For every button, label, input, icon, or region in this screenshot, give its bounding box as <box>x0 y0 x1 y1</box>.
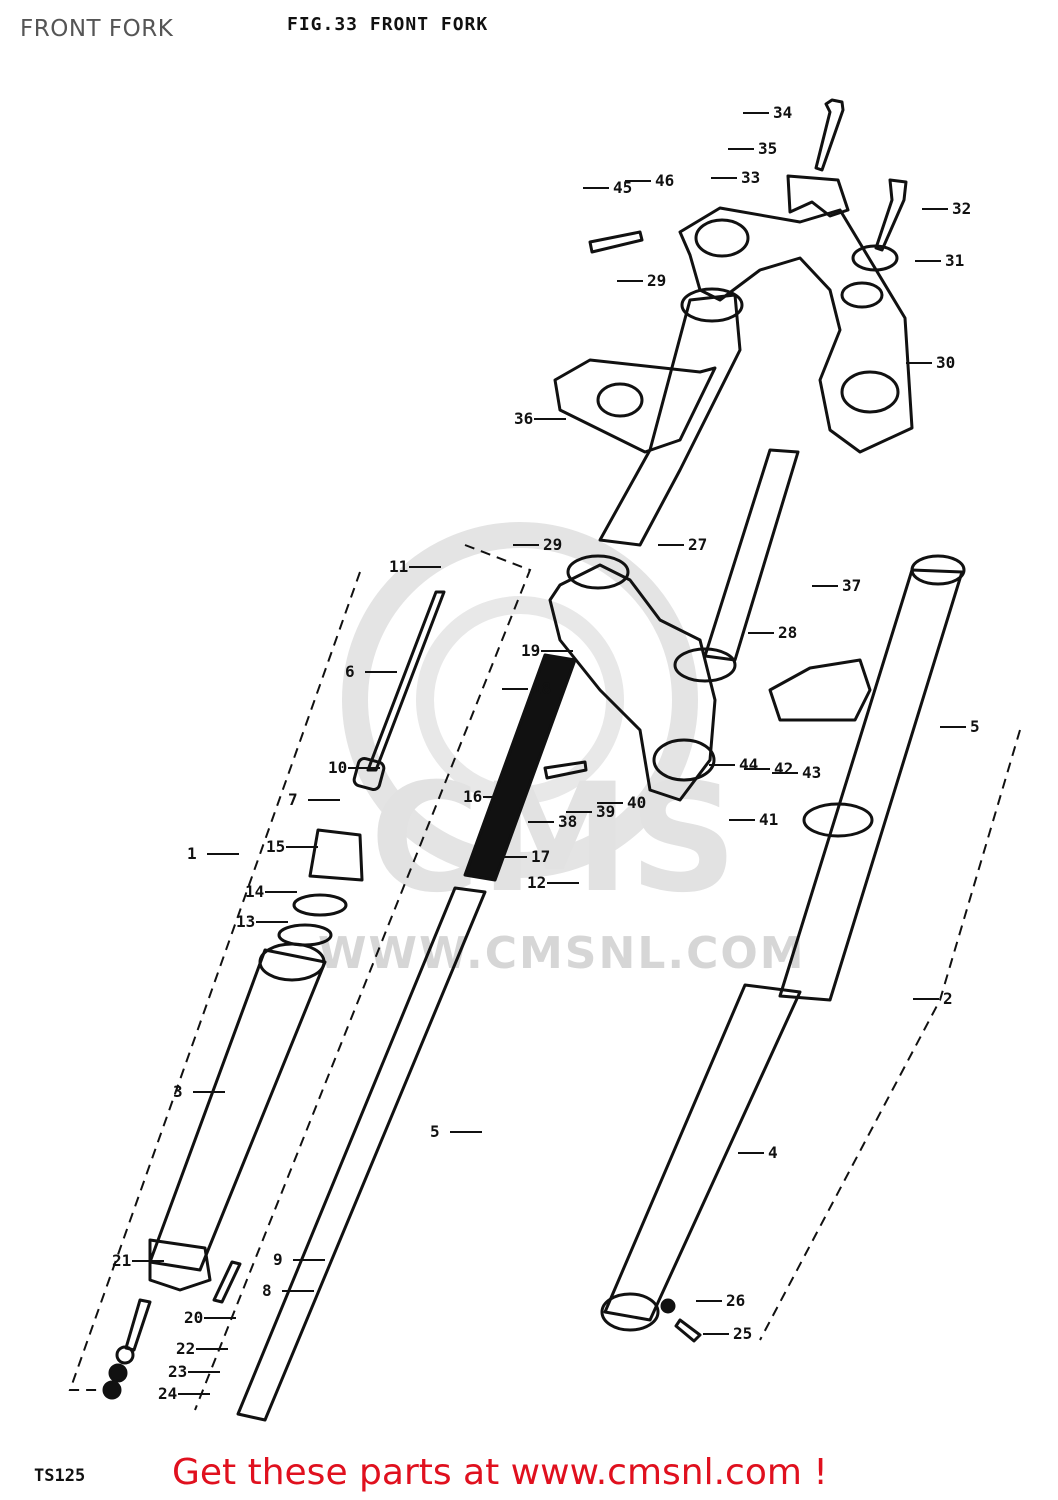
left-axle-clamp <box>148 1238 212 1292</box>
right-axle-boss <box>600 1292 660 1332</box>
right-tube-top <box>910 554 966 586</box>
model-code: TS125 <box>34 1466 86 1486</box>
part-number-12: 12 <box>527 873 546 892</box>
part-number-30: 30 <box>936 353 955 372</box>
part-number-22: 22 <box>176 1339 195 1358</box>
part-number-1: 1 <box>187 844 197 863</box>
upper-bracket-hole-left <box>694 218 750 258</box>
watermark-logo: CMS <box>370 752 737 926</box>
part-number-24: 24 <box>158 1384 177 1403</box>
part-number-25: 25 <box>733 1324 752 1343</box>
spring-16 <box>463 653 577 882</box>
part-number-11: 11 <box>389 557 408 576</box>
part-number-23: 23 <box>168 1362 187 1381</box>
part-number-31: 31 <box>945 251 964 270</box>
part-number-39: 39 <box>596 802 615 821</box>
part-number-5: 5 <box>430 1122 440 1141</box>
part-number-29: 29 <box>543 535 562 554</box>
part-number-46: 46 <box>655 171 674 190</box>
part-number-4: 4 <box>768 1143 778 1162</box>
left-inner-tube <box>236 886 487 1422</box>
seat-15 <box>308 828 364 882</box>
part-number-40: 40 <box>627 793 646 812</box>
part-number-3: 3 <box>173 1082 183 1101</box>
bearing-29-top <box>680 287 744 323</box>
bolt-34 <box>814 98 845 172</box>
part-number-17: 17 <box>531 847 550 866</box>
part-number-9: 9 <box>273 1250 283 1269</box>
part-number-38: 38 <box>558 812 577 831</box>
part-number-29: 29 <box>647 271 666 290</box>
part-number-5: 5 <box>970 717 980 736</box>
washer-c <box>840 281 884 309</box>
part-number-21: 21 <box>112 1251 131 1270</box>
bracket-36-hole <box>596 382 644 418</box>
get-parts-link[interactable]: Get these parts at www.cmsnl.com ! <box>172 1452 828 1493</box>
bracket-36 <box>553 358 717 454</box>
part-number-34: 34 <box>773 103 792 122</box>
part-number-41: 41 <box>759 810 778 829</box>
figure-title: FIG.33 FRONT FORK <box>287 14 489 35</box>
bearing-29-lower <box>566 554 630 590</box>
ring-13 <box>277 923 333 947</box>
part-number-36: 36 <box>514 409 533 428</box>
right-inner-tube <box>778 568 964 1002</box>
part-number-45: 45 <box>613 178 632 197</box>
part-number-13: 13 <box>236 912 255 931</box>
part-number-44: 44 <box>739 755 758 774</box>
ring-14 <box>292 893 348 917</box>
part-number-2: 2 <box>943 989 953 1008</box>
bolt-38 <box>543 760 588 780</box>
bolt-20 <box>124 1298 152 1352</box>
part-number-19: 19 <box>521 641 540 660</box>
bolt-32 <box>874 178 908 252</box>
lower-bracket-hole <box>652 738 716 782</box>
washer-22 <box>115 1345 135 1365</box>
stem-column <box>598 293 742 547</box>
stem-nut-28 <box>673 647 737 683</box>
part-number-15: 15 <box>266 837 285 856</box>
bolt-8 <box>212 1260 242 1304</box>
part-number-43: 43 <box>802 763 821 782</box>
bolt-45 <box>588 230 644 254</box>
parts-drawing <box>102 98 966 1422</box>
part-number-28: 28 <box>778 623 797 642</box>
washer-31 <box>851 244 899 272</box>
part-number-37: 37 <box>842 576 861 595</box>
bracket-37 <box>768 658 872 722</box>
watermark-text: WWW.CMSNL.COM <box>318 928 806 979</box>
grouping-lines <box>68 544 1021 1411</box>
page-title: FRONT FORK <box>20 16 174 42</box>
bolt-25 <box>674 1318 702 1343</box>
part-number-27: 27 <box>688 535 707 554</box>
watermark: CMS WWW.CMSNL.COM <box>318 522 806 979</box>
part-number-8: 8 <box>262 1281 272 1300</box>
part-number-14: 14 <box>245 882 264 901</box>
cap-33 <box>786 174 850 218</box>
part-number-33: 33 <box>741 168 760 187</box>
part-number-7: 7 <box>288 790 298 809</box>
part-number-35: 35 <box>758 139 777 158</box>
part-number-42: 42 <box>774 759 793 778</box>
left-tube-top <box>258 942 326 982</box>
right-outer-tube <box>603 983 802 1322</box>
damper-rod-6 <box>366 590 446 772</box>
part-number-6: 6 <box>345 662 355 681</box>
nut-23 <box>108 1363 128 1383</box>
part-number-18: 18 <box>532 679 551 698</box>
left-outer-tube <box>148 948 327 1272</box>
upper-bracket-hole-right <box>840 370 900 414</box>
washer-26 <box>660 1298 676 1314</box>
part-number-20: 20 <box>184 1308 203 1327</box>
part-number-32: 32 <box>952 199 971 218</box>
part-number-16: 16 <box>463 787 482 806</box>
part-number-10: 10 <box>328 758 347 777</box>
right-tube-ring <box>802 802 874 838</box>
part-number-26: 26 <box>726 1291 745 1310</box>
damper-piece-10 <box>352 756 386 792</box>
